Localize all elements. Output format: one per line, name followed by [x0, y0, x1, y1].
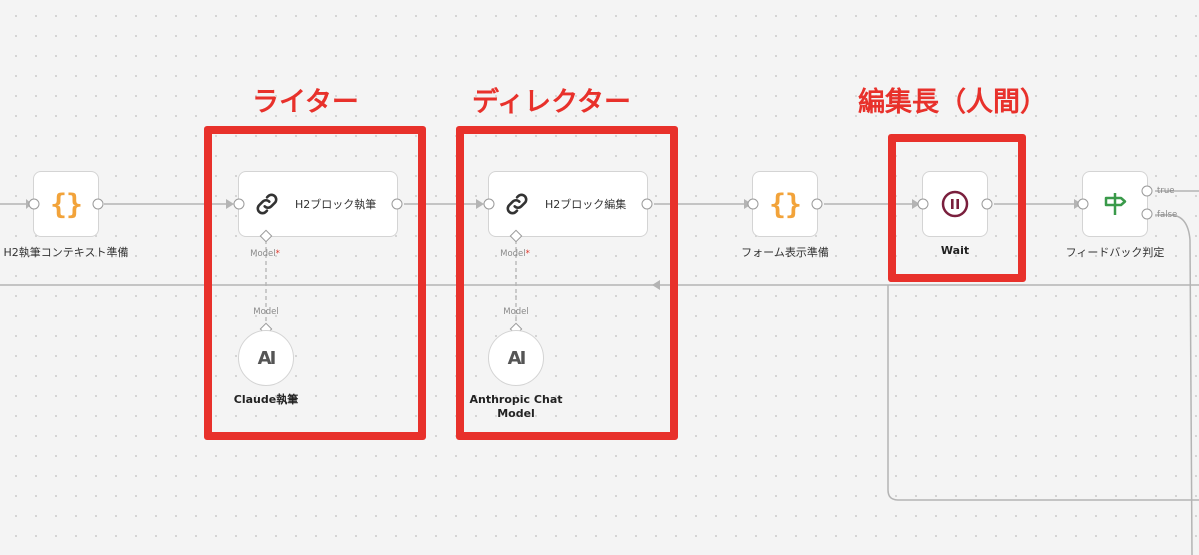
link-icon [506, 193, 528, 215]
true-branch-label: true [1157, 186, 1175, 196]
model-input-label: Model* [250, 249, 280, 259]
node-caption: Wait [940, 244, 970, 257]
node-label: H2ブロック執筆 [295, 198, 377, 211]
pause-icon [941, 190, 969, 218]
model-connector-label: Model [503, 307, 529, 317]
annotation-box-director [456, 126, 678, 440]
output-handle[interactable] [981, 198, 993, 210]
node-caption: フィードバック判定 [1065, 246, 1165, 259]
model-caption: Claude執筆 [233, 393, 299, 406]
input-handle[interactable] [28, 198, 40, 210]
node-form-display-prep[interactable]: {} [747, 171, 823, 237]
node-caption: H2執筆コンテキスト準備 [3, 246, 129, 259]
anthropic-logo-icon: AI [507, 347, 527, 369]
false-branch-label: false [1157, 210, 1178, 220]
link-icon [256, 193, 278, 215]
model-input-label: Model* [500, 249, 530, 259]
input-handle[interactable] [917, 198, 929, 210]
output-handle[interactable] [391, 198, 403, 210]
input-handle[interactable] [233, 198, 245, 210]
output-handle[interactable] [92, 198, 104, 210]
node-wait[interactable] [917, 171, 993, 237]
output-handle-true[interactable] [1141, 185, 1153, 197]
signpost-icon [1104, 193, 1127, 215]
output-handle-false[interactable] [1141, 208, 1153, 220]
annotation-label-director: ディレクター [472, 87, 632, 118]
braces-icon: {} [769, 187, 802, 221]
annotation-box-editor-in-chief [888, 134, 1026, 282]
braces-icon: {} [50, 187, 83, 221]
annotation-label-writer: ライター [252, 87, 359, 118]
anthropic-chat-model-node[interactable]: AI [488, 330, 544, 386]
input-handle[interactable] [1077, 198, 1089, 210]
model-caption: Anthropic Chat Model [469, 393, 563, 420]
output-handle[interactable] [811, 198, 823, 210]
node-h2-block-write[interactable]: H2ブロック執筆 [233, 171, 403, 243]
anthropic-logo-icon: AI [257, 347, 277, 369]
model-connector-label: Model [253, 307, 279, 317]
output-handle[interactable] [641, 198, 653, 210]
node-h2-block-edit[interactable]: H2ブロック編集 [483, 171, 653, 243]
claude-model-node[interactable]: AI [238, 330, 294, 386]
annotation-label-editor-in-chief: 編集長（人間） [858, 87, 1047, 118]
node-label: H2ブロック編集 [545, 198, 627, 211]
node-feedback-judgment[interactable] [1077, 171, 1153, 237]
input-handle[interactable] [483, 198, 495, 210]
node-h2-context-prep[interactable]: {} [28, 171, 104, 237]
node-caption: フォーム表示準備 [741, 246, 829, 259]
input-handle[interactable] [747, 198, 759, 210]
annotation-box-writer [204, 126, 426, 440]
